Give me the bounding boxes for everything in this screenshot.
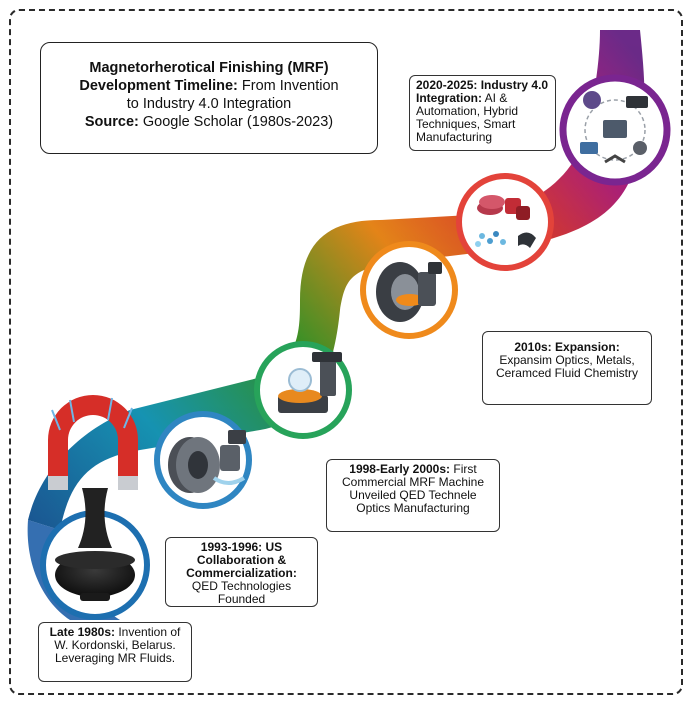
title-line-1: Magnetorherotical Finishing (MRF) <box>89 60 329 76</box>
milestone-2010s: 2010s: Expansion: Expansim Optics, Metal… <box>482 331 652 405</box>
magnet-bowl-icon <box>40 395 150 620</box>
materials-icon <box>456 173 554 271</box>
milestone-1993-1996: 1993-1996: US Collaboration & Commercial… <box>165 537 318 607</box>
source-line: Source: Google Scholar (1980s-2023) <box>84 114 334 130</box>
title-line-2: Development Timeline: From Invention <box>79 78 339 94</box>
title-box: Magnetorherotical Finishing (MRF) Develo… <box>40 42 378 154</box>
mrf-machine-icon <box>254 341 352 439</box>
milestone-late-1980s: Late 1980s: Invention of W. Kordonski, B… <box>38 622 192 682</box>
dashed-frame <box>9 9 683 695</box>
advanced-machine-icon <box>360 241 458 339</box>
milestone-2020-2025: 2020-2025: Industry 4.0 Integration: AI … <box>409 75 556 151</box>
polishing-wheel-icon <box>154 411 252 509</box>
milestone-1998-2000s: 1998-Early 2000s: First Commercial MRF M… <box>326 459 500 532</box>
title-line-3: to Industry 4.0 Integration <box>126 96 292 112</box>
industry-4-hub-icon <box>559 74 671 186</box>
